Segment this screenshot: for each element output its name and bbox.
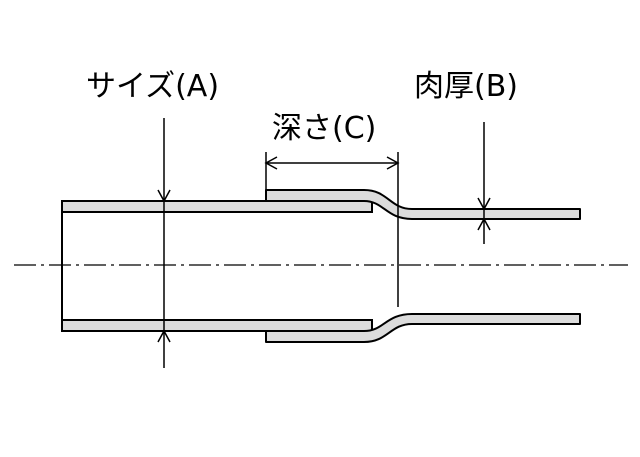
depth-arrow-left <box>264 156 278 170</box>
socket-bottom-wall <box>265 313 581 343</box>
socket-top-wall <box>265 189 581 220</box>
depth-arrow-right <box>386 156 400 170</box>
size-label: サイズ(A) <box>86 69 220 104</box>
pipe-bottom-wall <box>61 319 373 332</box>
size-arrow-bottom <box>157 329 171 343</box>
depth-label: 深さ(C) <box>272 111 377 146</box>
pipe-top-wall <box>61 200 373 213</box>
wall-thickness-label: 肉厚(B) <box>414 69 518 104</box>
size-arrow-top <box>157 189 171 203</box>
thickness-arrow-bottom <box>477 217 491 231</box>
thickness-arrow-top <box>477 197 491 211</box>
